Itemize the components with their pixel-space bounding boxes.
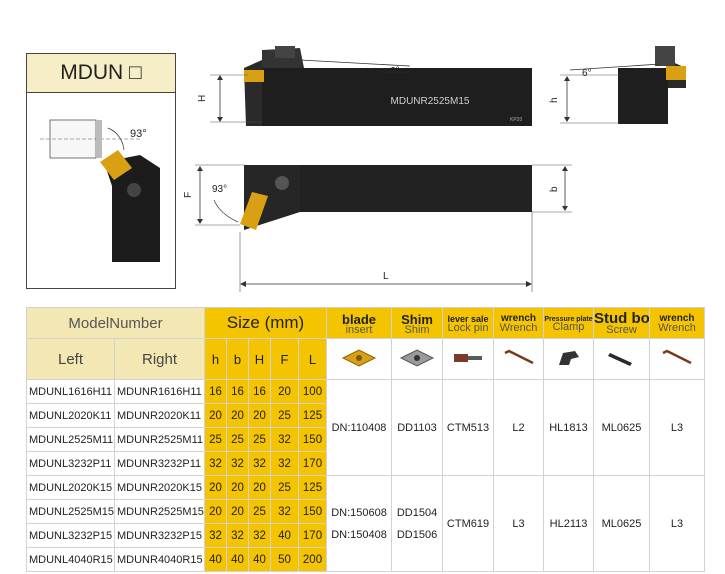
left-header: Left	[26, 338, 115, 380]
series-title: MDUN □	[26, 53, 176, 93]
tool-engraving: MDUNR2525M15	[391, 96, 470, 107]
group1-wrench2: L3	[649, 379, 706, 476]
angle-93-side: 93°	[130, 128, 147, 140]
angle-6-left: 6°	[390, 66, 400, 77]
clamp-icon	[543, 338, 595, 380]
dim-H: H	[197, 95, 208, 102]
angle-93-main: 93°	[212, 184, 227, 195]
group1-wrench: L2	[493, 379, 545, 476]
side-sketch	[40, 119, 160, 262]
dim-b-header: b	[226, 338, 249, 380]
dim-h-mid: h	[549, 97, 560, 103]
dim-L-header: L	[297, 338, 328, 380]
group2-wrench: L3	[493, 475, 545, 572]
dim-F-header: F	[270, 338, 299, 380]
svg-text:KP20: KP20	[510, 117, 522, 123]
wrench2-icon	[649, 338, 706, 380]
group1-insert: DN:110408	[326, 379, 393, 476]
dim-L: L	[383, 271, 389, 282]
top-view: MDUNR2525M15 KP20	[244, 46, 532, 126]
shim-icon	[391, 338, 444, 380]
dim-b: b	[549, 186, 560, 192]
dim-H-header: H	[248, 338, 271, 380]
right-header: Right	[114, 338, 205, 380]
group1-shim: DD1103	[391, 379, 444, 476]
model-number-header: ModelNumber	[26, 307, 205, 339]
sketch-frame	[26, 93, 176, 289]
group1-screw: ML0625	[593, 379, 651, 476]
dim-F: F	[183, 192, 194, 198]
angle-6-right: 6°	[582, 68, 592, 79]
acc-screw-header: Stud boltScrew	[593, 307, 651, 339]
screw-icon	[593, 338, 651, 380]
lockpin-icon	[442, 338, 495, 380]
group2-clamp: HL2113	[543, 475, 595, 572]
group2-wrench2: L3	[649, 475, 706, 572]
side-view	[240, 165, 532, 230]
dim-h-header: h	[204, 338, 227, 380]
group1-lockpin: CTM513	[442, 379, 495, 476]
size-header: Size (mm)	[203, 307, 328, 339]
wrench-icon	[493, 338, 545, 380]
group2-lockpin: CTM619	[442, 475, 495, 572]
group1-clamp: HL1813	[543, 379, 595, 476]
end-view	[560, 46, 686, 124]
insert-icon	[326, 338, 393, 380]
group2-screw: ML0625	[593, 475, 651, 572]
tool-drawing: MDUNR2525M15 KP20 6° H 6° h F 93° b	[40, 46, 686, 292]
